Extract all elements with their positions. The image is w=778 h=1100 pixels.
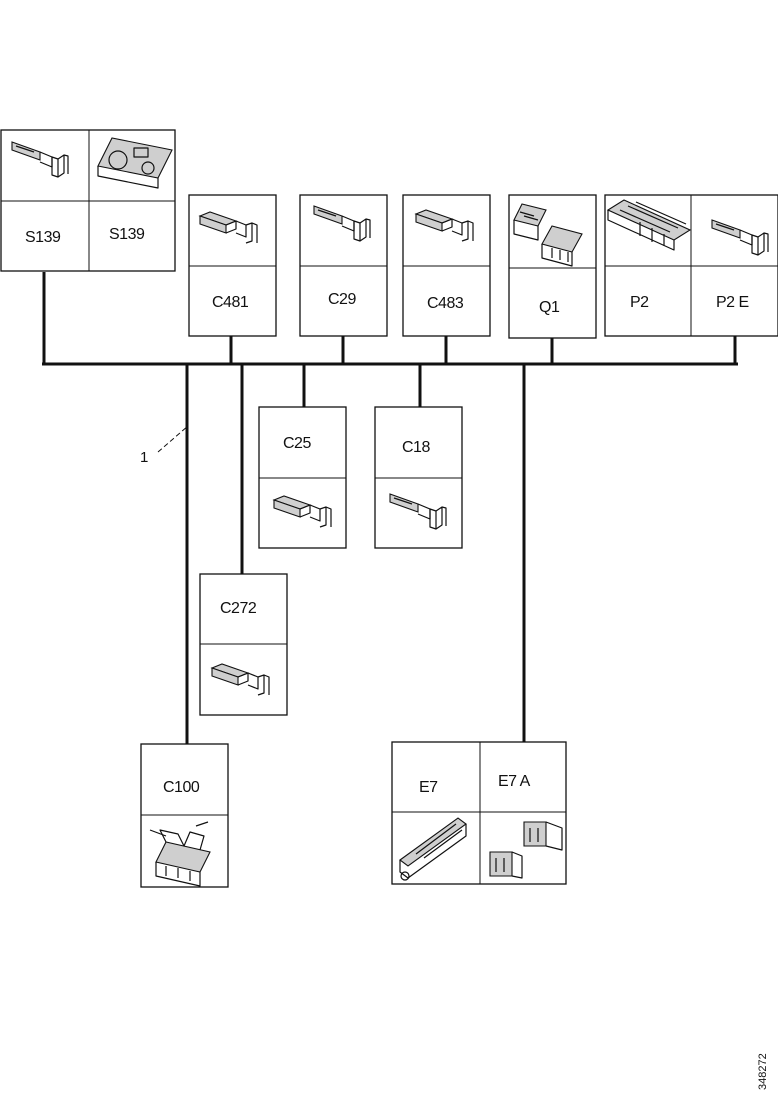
connector-label-c25: C25 [283, 435, 311, 452]
connector-label-q1: Q1 [539, 299, 560, 316]
connector-label-s139-a: S139 [25, 229, 61, 246]
connector-label-p2: P2 [630, 294, 649, 311]
connector-p2-block: P2 P2 E [604, 194, 778, 337]
connector-c483: C483 [402, 194, 491, 337]
connector-q1: Q1 [508, 194, 597, 339]
connector-label-c272: C272 [220, 600, 257, 617]
callout-label: 1 [140, 449, 148, 466]
connector-label-e7: E7 [419, 779, 438, 796]
connector-label-s139-b: S139 [109, 226, 145, 243]
connector-c481: C481 [188, 194, 277, 337]
small-plug-icon [489, 821, 563, 879]
connector-label-c18: C18 [402, 439, 430, 456]
connector-housing-icon [606, 199, 692, 251]
connector-label-c29: C29 [328, 291, 356, 308]
wire-harness [42, 272, 738, 744]
connector-label-c483: C483 [427, 295, 464, 312]
connector-label-e7a: E7 A [498, 773, 531, 790]
connector-label-p2e: P2 E [716, 294, 749, 311]
plug-housing-icon [513, 203, 583, 267]
long-connector-icon [399, 817, 467, 881]
multi-pin-housing-icon [149, 821, 211, 887]
callout-1: 1 [140, 425, 189, 466]
connector-c25: C25 [258, 406, 347, 549]
connector-c18: C18 [374, 406, 463, 549]
connector-c100: C100 [140, 743, 229, 888]
switch-housing-icon [97, 137, 173, 189]
connector-s139-block: S139 S139 [0, 129, 176, 272]
connector-e7-block: E7 E7 A [391, 741, 567, 885]
figure-reference: 348272 [757, 1053, 769, 1090]
connector-c29: C29 [299, 194, 388, 337]
connector-c272: C272 [199, 573, 288, 716]
connector-label-c481: C481 [212, 294, 249, 311]
connector-label-c100: C100 [163, 779, 200, 796]
